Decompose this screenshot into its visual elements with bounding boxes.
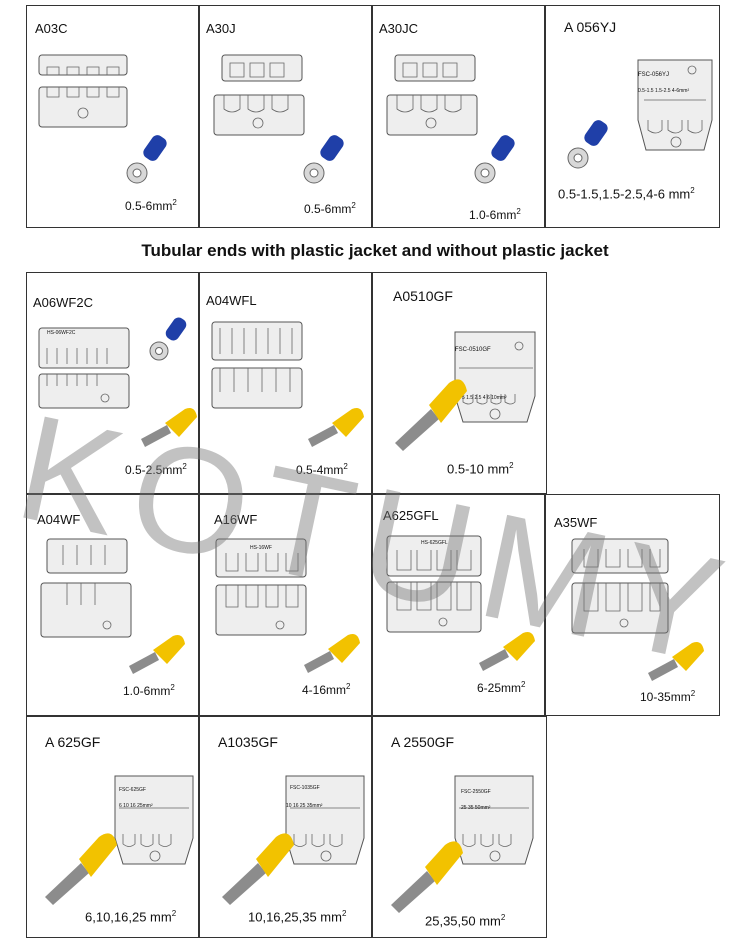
wire-range: 0.5-1.5,1.5-2.5,4-6 mm2 [558, 186, 695, 202]
ring-terminal-icon [303, 135, 344, 184]
wire-range: 0.5-6mm2 [125, 198, 177, 213]
crimp-die-icon [386, 54, 478, 136]
die-sizes: 0.5-1.5 1.5-2.5 4-6mm² [638, 88, 690, 94]
ferrule-icon [304, 634, 360, 673]
wire-range: 6-25mm2 [477, 680, 526, 695]
ring-terminal-icon [474, 135, 515, 184]
product-code: A30J [206, 21, 236, 36]
wire-range: 1.0-6mm2 [123, 683, 175, 698]
die-sizes: 10 16 25 35mm² [286, 803, 323, 809]
crimp-die-icon [211, 321, 303, 409]
product-code: A1035GF [218, 734, 278, 750]
crimp-die-icon [215, 538, 307, 636]
product-cell-a0510gf: A0510GF FSC-0510GF 0.75 1.5 2.5 4 6 10mm… [372, 272, 547, 494]
wire-range: 10,16,25,35 mm2 [248, 909, 347, 925]
product-cell-a1035gf: A1035GF FSC-1035GF 10 16 25 35mm² 10,16,… [199, 716, 372, 938]
ferrule-icon [45, 833, 117, 905]
wire-range: 6,10,16,25 mm2 [85, 909, 177, 925]
ferrule-icon [479, 632, 535, 671]
ferrule-icon [648, 642, 704, 681]
product-cell-a625gf: A 625GF FSC-625GF 6 10 16 25mm² 6,10,16,… [26, 716, 199, 938]
ferrule-icon [395, 379, 467, 451]
product-code: A03C [35, 21, 68, 36]
wire-range: 4-16mm2 [302, 682, 351, 697]
die-sizes: 25 35 50mm² [461, 805, 491, 811]
die-sizes: 0.75 1.5 2.5 4 6 10mm² [455, 395, 507, 401]
product-code: A 625GF [45, 734, 101, 750]
product-cell-a03c: A03C 0.5-6mm2 [26, 5, 199, 228]
wire-range: 0.5-6mm2 [304, 201, 356, 216]
crimp-die-icon [38, 54, 128, 128]
ferrule-icon [222, 833, 294, 905]
crimp-die-icon [386, 535, 482, 633]
die-label: FSC-1035GF [290, 785, 320, 791]
die-label: HS-06WF2C [47, 330, 76, 336]
product-cell-a2550gf: A 2550GF FSC-2550GF 25 35 50mm² 25,35,50… [372, 716, 547, 938]
die-label: FSC-2550GF [461, 789, 491, 795]
product-code: A0510GF [393, 288, 453, 304]
crimp-die-icon [571, 538, 669, 634]
wire-range: 0.5-4mm2 [296, 462, 348, 477]
product-cell-a30jc: A30JC 1.0-6mm2 [372, 5, 545, 228]
crimp-die-icon [40, 538, 132, 638]
product-cell-a06wf2c: A06WF2C HS-06WF2C 0.5-2.5mm2 [26, 272, 199, 494]
wire-range: 25,35,50 mm2 [425, 913, 506, 929]
product-code: A625GFL [383, 508, 439, 523]
die-label: FSC-625GF [119, 787, 146, 793]
product-code: A 056YJ [564, 19, 617, 35]
crimp-die-icon [454, 775, 534, 865]
die-label: HS-16WF [250, 545, 272, 551]
wire-range: 1.0-6mm2 [469, 207, 521, 222]
ferrule-icon [391, 841, 463, 913]
product-code: A04WF [37, 512, 81, 527]
die-sizes: 6 10 16 25mm² [119, 803, 153, 809]
ring-terminal-icon [149, 317, 187, 361]
product-code: A30JC [379, 21, 419, 36]
crimp-die-icon [38, 327, 130, 409]
product-cell-a056yj: A 056YJ FSC-056YJ 0.5-1.5 1.5-2.5 4-6mm²… [545, 5, 720, 228]
product-cell-a35wf: A35WF 10-35mm2 [545, 494, 720, 716]
section-heading: Tubular ends with plastic jacket and wit… [141, 241, 609, 260]
crimp-die-icon [114, 775, 194, 865]
product-cell-a625gfl: A625GFL HS-625GFL 6-25mm2 [372, 494, 545, 716]
die-label: HS-625GFL [421, 540, 448, 546]
product-cell-a16wf: A16WF HS-16WF 4-16mm2 [199, 494, 372, 716]
wire-range: 0.5-10 mm2 [447, 461, 514, 477]
crimp-die-icon [213, 54, 305, 136]
crimp-die-icon [637, 59, 713, 151]
wire-range: 0.5-2.5mm2 [125, 462, 187, 477]
ring-terminal-icon [567, 120, 608, 169]
ferrule-icon [141, 408, 197, 447]
product-code: A06WF2C [33, 295, 93, 310]
ring-terminal-icon [126, 135, 167, 184]
ferrule-icon [129, 635, 185, 674]
product-cell-a30j: A30J 0.5-6mm2 [199, 5, 372, 228]
product-cell-a04wf: A04WF 1.0-6mm2 [26, 494, 199, 716]
product-code: A04WFL [206, 293, 257, 308]
product-code: A16WF [214, 512, 258, 527]
product-code: A 2550GF [391, 734, 455, 750]
crimp-die-icon [285, 775, 365, 865]
product-cell-a04wfl: A04WFL 0.5-4mm2 [199, 272, 372, 494]
die-label: FSC-0510GF [455, 347, 491, 353]
ferrule-icon [308, 408, 364, 447]
die-label: FSC-056YJ [638, 72, 670, 78]
product-code: A35WF [554, 515, 598, 530]
wire-range: 10-35mm2 [640, 689, 696, 704]
